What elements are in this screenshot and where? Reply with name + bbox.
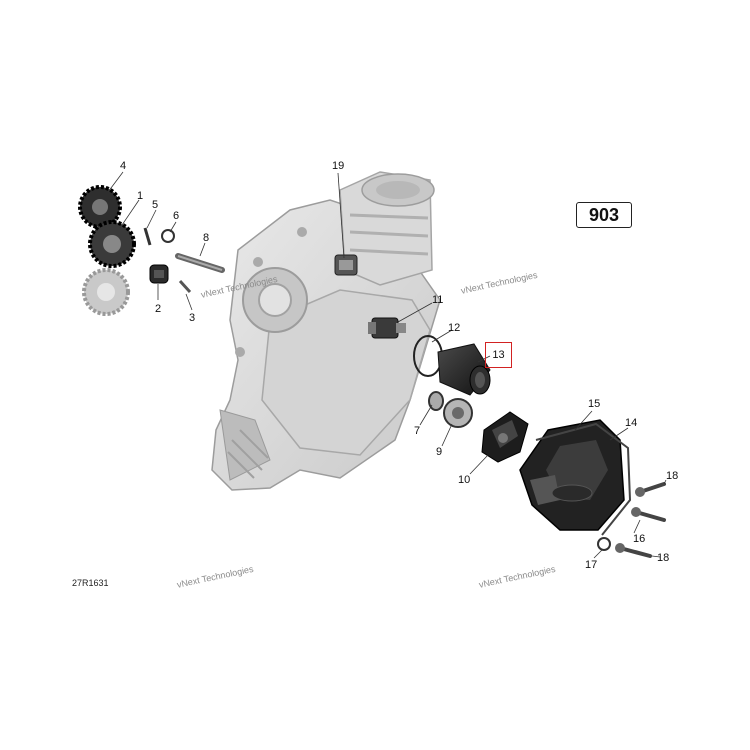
seal-ring-part (428, 391, 444, 411)
water-pump-housing (519, 419, 632, 536)
sensor-part (334, 254, 358, 276)
callout-12: 12 (448, 322, 461, 334)
callout-10: 10 (458, 474, 471, 486)
thermostat-part (368, 317, 406, 339)
callout-18-upper: 18 (666, 470, 679, 482)
callout-14: 14 (625, 417, 638, 429)
leader-lines (107, 171, 667, 559)
callout-15: 15 (588, 398, 601, 410)
callout-7: 7 (414, 425, 421, 437)
callout-6: 6 (173, 210, 180, 222)
callout-18-lower: 18 (657, 552, 670, 564)
page-number: 903 (576, 202, 632, 228)
callout-16: 16 (633, 533, 646, 545)
reference-code: 27R1631 (72, 578, 109, 588)
callout-5: 5 (152, 199, 159, 211)
impeller-part (481, 411, 529, 463)
cylinder (339, 171, 435, 286)
ring-part (161, 229, 175, 243)
callout-1: 1 (137, 190, 144, 202)
callout-3: 3 (189, 312, 196, 324)
callout-9: 9 (436, 446, 443, 458)
shaft-part (175, 253, 225, 273)
bushing-part (149, 264, 169, 284)
sleeve-part (437, 343, 491, 396)
callout-13-highlighted: 13 (485, 342, 512, 368)
callout-19: 19 (332, 160, 345, 172)
small-bolt-part (178, 279, 192, 294)
washer-part (597, 537, 611, 551)
callout-2: 2 (155, 303, 162, 315)
callout-17: 17 (585, 559, 598, 571)
gear-set (78, 185, 136, 316)
callout-8: 8 (203, 232, 210, 244)
callout-11: 11 (432, 294, 444, 306)
bearing-part (443, 398, 473, 428)
callout-4: 4 (120, 160, 127, 172)
pin-part (143, 227, 152, 246)
